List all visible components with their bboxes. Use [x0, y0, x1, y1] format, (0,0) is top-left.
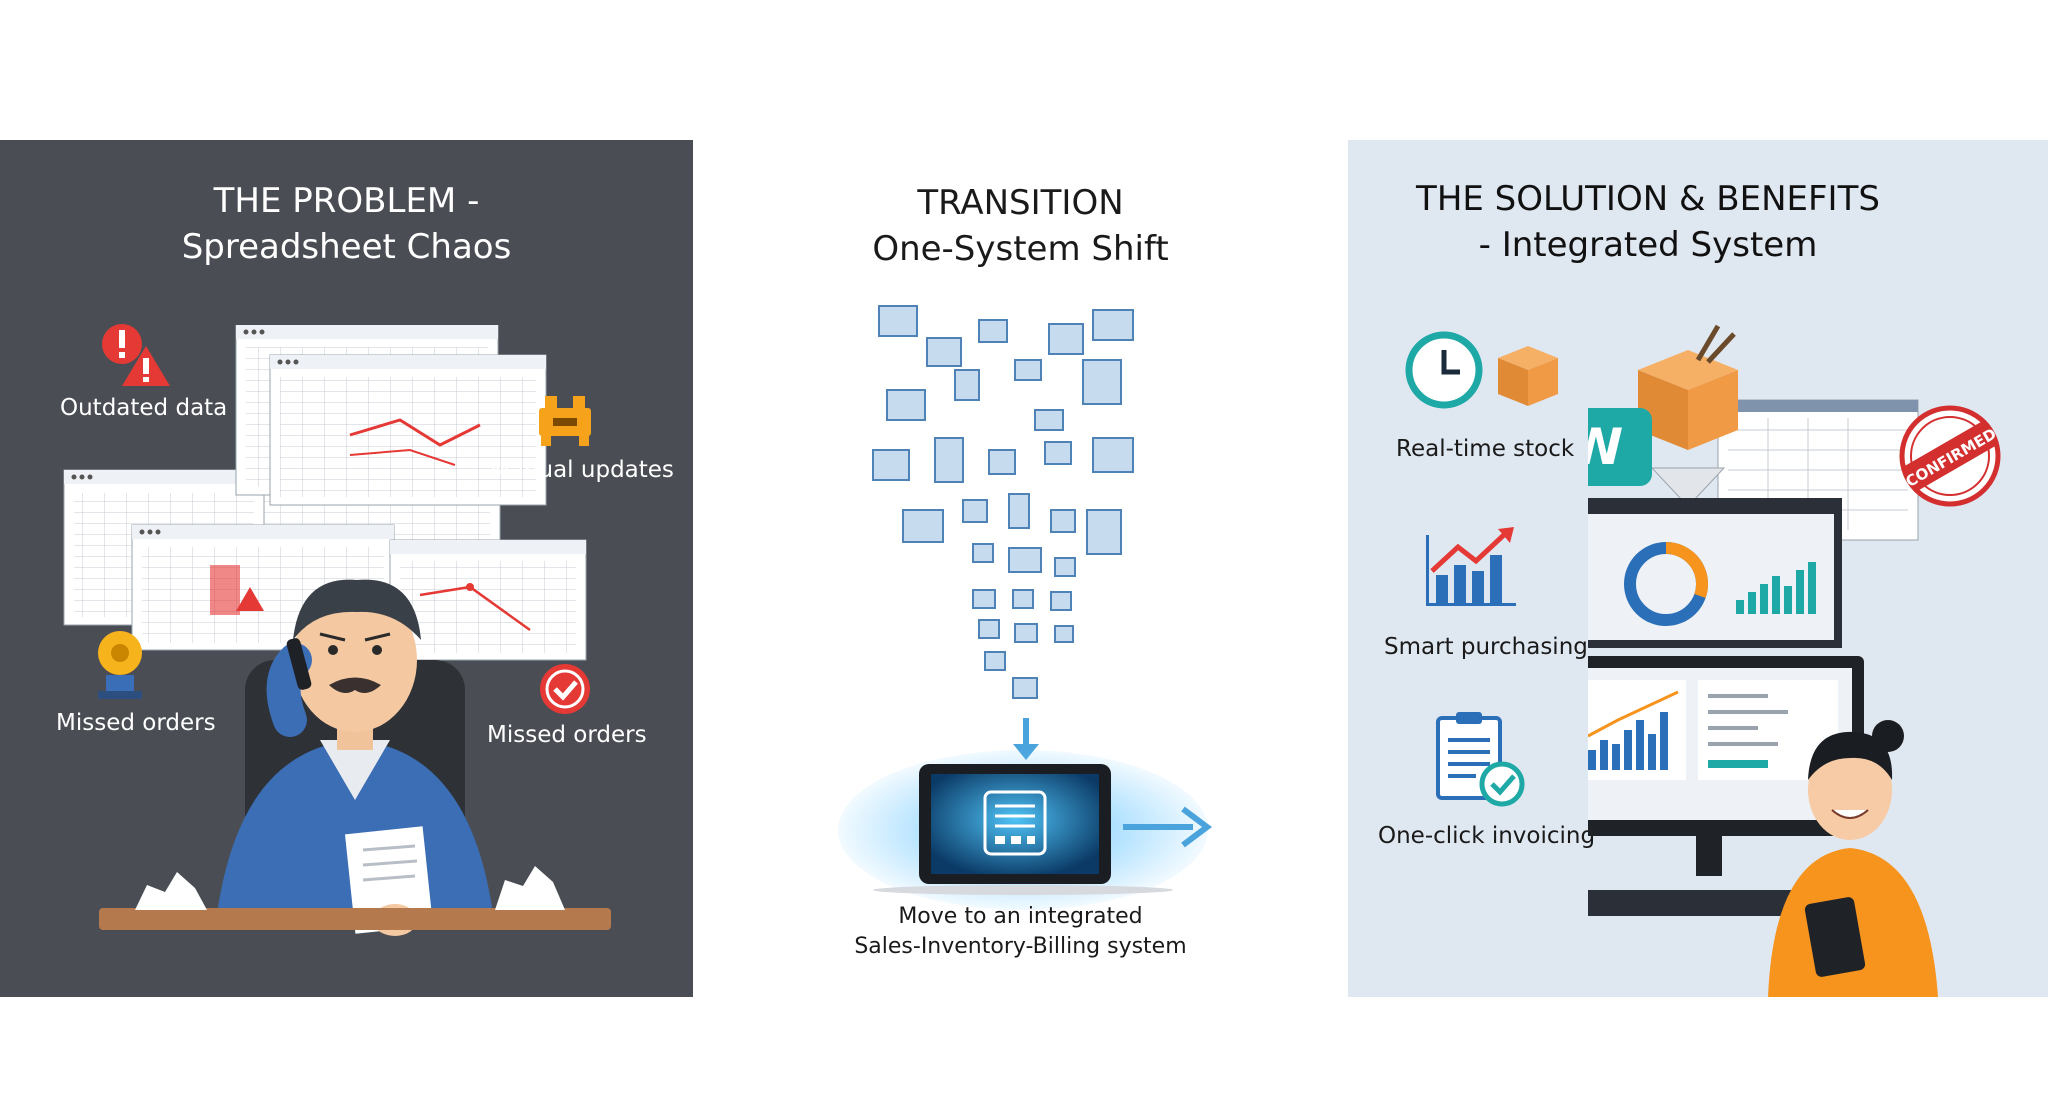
- tablet-system-icon: [838, 750, 1208, 910]
- transition-title-line1: TRANSITION: [917, 183, 1124, 223]
- transition-panel: TRANSITION One-System Shift: [693, 140, 1348, 997]
- transition-title-line2: One-System Shift: [872, 229, 1169, 269]
- label-real-time-stock: Real-time stock: [1396, 436, 1575, 462]
- solution-title: THE SOLUTION & BENEFITS - Integrated Sys…: [1348, 176, 2008, 268]
- warning-icon: [102, 324, 170, 386]
- label-smart-purchasing: Smart purchasing: [1384, 634, 1588, 660]
- problem-title-line2: Spreadsheet Chaos: [181, 227, 512, 267]
- growth-chart-icon: [1426, 527, 1516, 606]
- transition-caption: Move to an integrated Sales-Inventory-Bi…: [693, 902, 1348, 962]
- manual-update-icon: [539, 396, 591, 446]
- gear-icon: [98, 631, 142, 699]
- solution-title-line2: - Integrated System: [1478, 225, 1818, 265]
- transition-caption-line2: Sales-Inventory-Billing system: [854, 934, 1187, 959]
- logo-text: W: [1588, 418, 1624, 476]
- invoice-icon: [1436, 712, 1525, 807]
- label-one-click-invoicing: One-click invoicing: [1378, 823, 1596, 849]
- transition-caption-line1: Move to an integrated: [898, 904, 1143, 929]
- problem-title: THE PROBLEM - Spreadsheet Chaos: [0, 178, 693, 270]
- document-funnel: [872, 305, 1134, 699]
- solution-title-line1: THE SOLUTION & BENEFITS: [1416, 179, 1880, 219]
- integrated-system-illustration: W: [1588, 324, 1938, 997]
- label-missed-orders-left: Missed orders: [56, 710, 216, 736]
- transition-title: TRANSITION One-System Shift: [693, 180, 1348, 272]
- clock-icon: [1405, 331, 1483, 409]
- right-arrow-icon: [1123, 806, 1212, 848]
- problem-title-line1: THE PROBLEM -: [213, 181, 480, 221]
- confirmed-stamp-icon: CONFIRMED: [1899, 405, 2001, 507]
- box-icon: [1498, 346, 1558, 406]
- problem-panel: THE PROBLEM - Spreadsheet Chaos Outdated…: [0, 140, 693, 997]
- solution-panel: THE SOLUTION & BENEFITS - Integrated Sys…: [1348, 140, 2048, 997]
- stressed-man-illustration: [99, 579, 611, 936]
- label-manual-updates: Manual updates: [490, 457, 674, 483]
- check-badge-icon: [540, 664, 590, 714]
- label-missed-orders-right: Missed orders: [487, 722, 647, 748]
- label-outdated-data: Outdated data: [60, 395, 228, 421]
- spreadsheet-stack: [63, 325, 587, 661]
